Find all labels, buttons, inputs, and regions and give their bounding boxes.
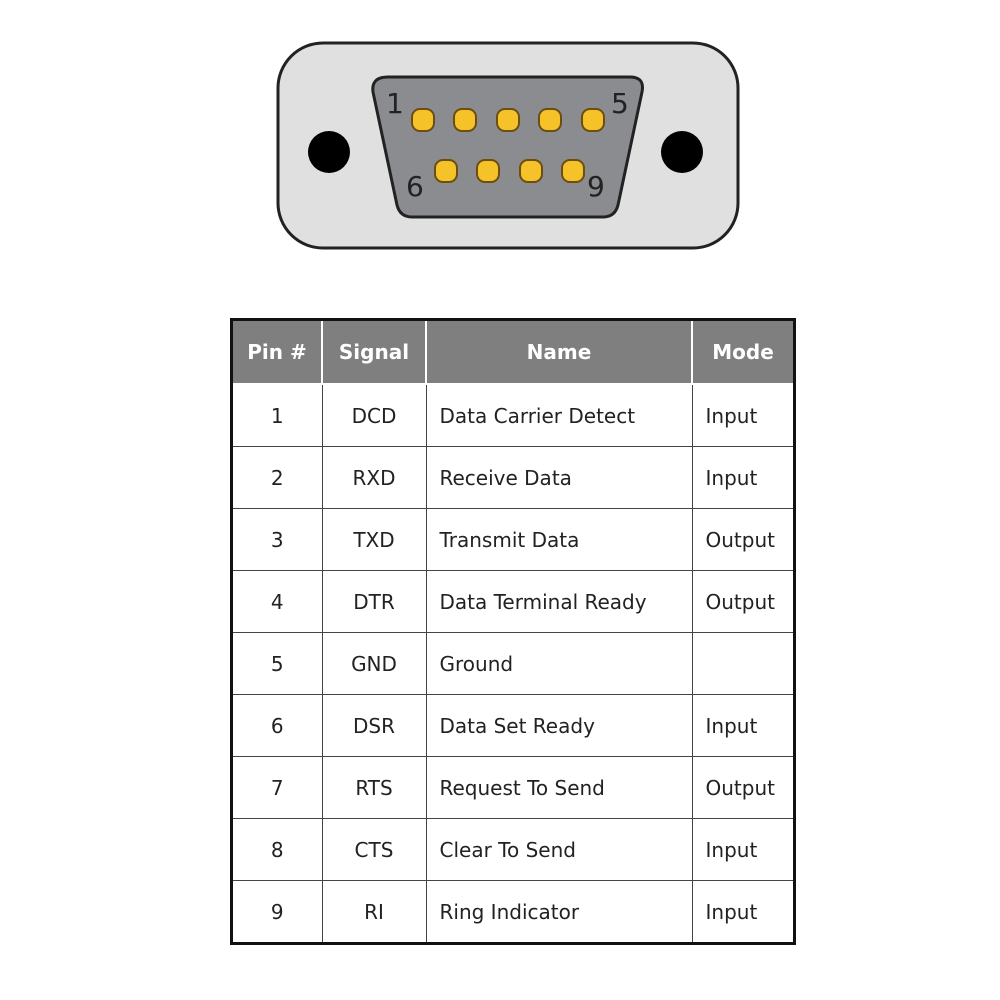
cell-mode: Output: [691, 570, 795, 633]
cell-mode: Input: [691, 383, 795, 447]
pin-label-1: 1: [386, 87, 404, 120]
cell-pin: 3: [231, 508, 323, 571]
pin-label-5: 5: [611, 87, 629, 120]
cell-signal: DTR: [321, 570, 427, 633]
cell-signal: GND: [321, 632, 427, 695]
cell-pin: 5: [231, 632, 323, 695]
cell-pin: 6: [231, 694, 323, 757]
header-name: Name: [425, 319, 693, 385]
pin-contact-1: [411, 108, 435, 132]
mounting-hole-right: [661, 131, 703, 173]
cell-name: Receive Data: [425, 446, 693, 509]
cell-pin: 7: [231, 756, 323, 819]
cell-mode: Output: [691, 756, 795, 819]
cell-pin: 4: [231, 570, 323, 633]
cell-mode: [691, 632, 795, 695]
mounting-hole-left: [308, 131, 350, 173]
cell-mode: Input: [691, 880, 795, 944]
pin-label-9: 9: [587, 170, 605, 203]
table-header-row: Pin # Signal Name Mode: [231, 319, 795, 385]
cell-signal: RTS: [321, 756, 427, 819]
cell-name: Request To Send: [425, 756, 693, 819]
cell-signal: TXD: [321, 508, 427, 571]
cell-pin: 2: [231, 446, 323, 509]
cell-mode: Input: [691, 446, 795, 509]
cell-pin: 9: [231, 880, 323, 944]
cell-name: Data Set Ready: [425, 694, 693, 757]
cell-name: Data Terminal Ready: [425, 570, 693, 633]
pin-contact-2: [453, 108, 477, 132]
cell-pin: 8: [231, 818, 323, 881]
pin-contact-9: [561, 159, 585, 183]
pin-contact-7: [476, 159, 500, 183]
pin-contact-3: [496, 108, 520, 132]
cell-signal: CTS: [321, 818, 427, 881]
pin-contact-6: [434, 159, 458, 183]
pin-contact-5: [581, 108, 605, 132]
header-pin: Pin #: [231, 319, 323, 385]
header-signal: Signal: [321, 319, 427, 385]
cell-mode: Input: [691, 818, 795, 881]
cell-name: Ground: [425, 632, 693, 695]
cell-signal: RXD: [321, 446, 427, 509]
cell-signal: DSR: [321, 694, 427, 757]
pin-contact-4: [538, 108, 562, 132]
cell-name: Data Carrier Detect: [425, 383, 693, 447]
cell-pin: 1: [231, 383, 323, 447]
db9-connector-diagram: 1 5 6 9: [276, 41, 740, 250]
cell-signal: DCD: [321, 383, 427, 447]
cell-name: Ring Indicator: [425, 880, 693, 944]
pin-label-6: 6: [406, 170, 424, 203]
cell-name: Clear To Send: [425, 818, 693, 881]
cell-name: Transmit Data: [425, 508, 693, 571]
cell-signal: RI: [321, 880, 427, 944]
cell-mode: Input: [691, 694, 795, 757]
cell-mode: Output: [691, 508, 795, 571]
header-mode: Mode: [691, 319, 795, 385]
pin-contact-8: [519, 159, 543, 183]
